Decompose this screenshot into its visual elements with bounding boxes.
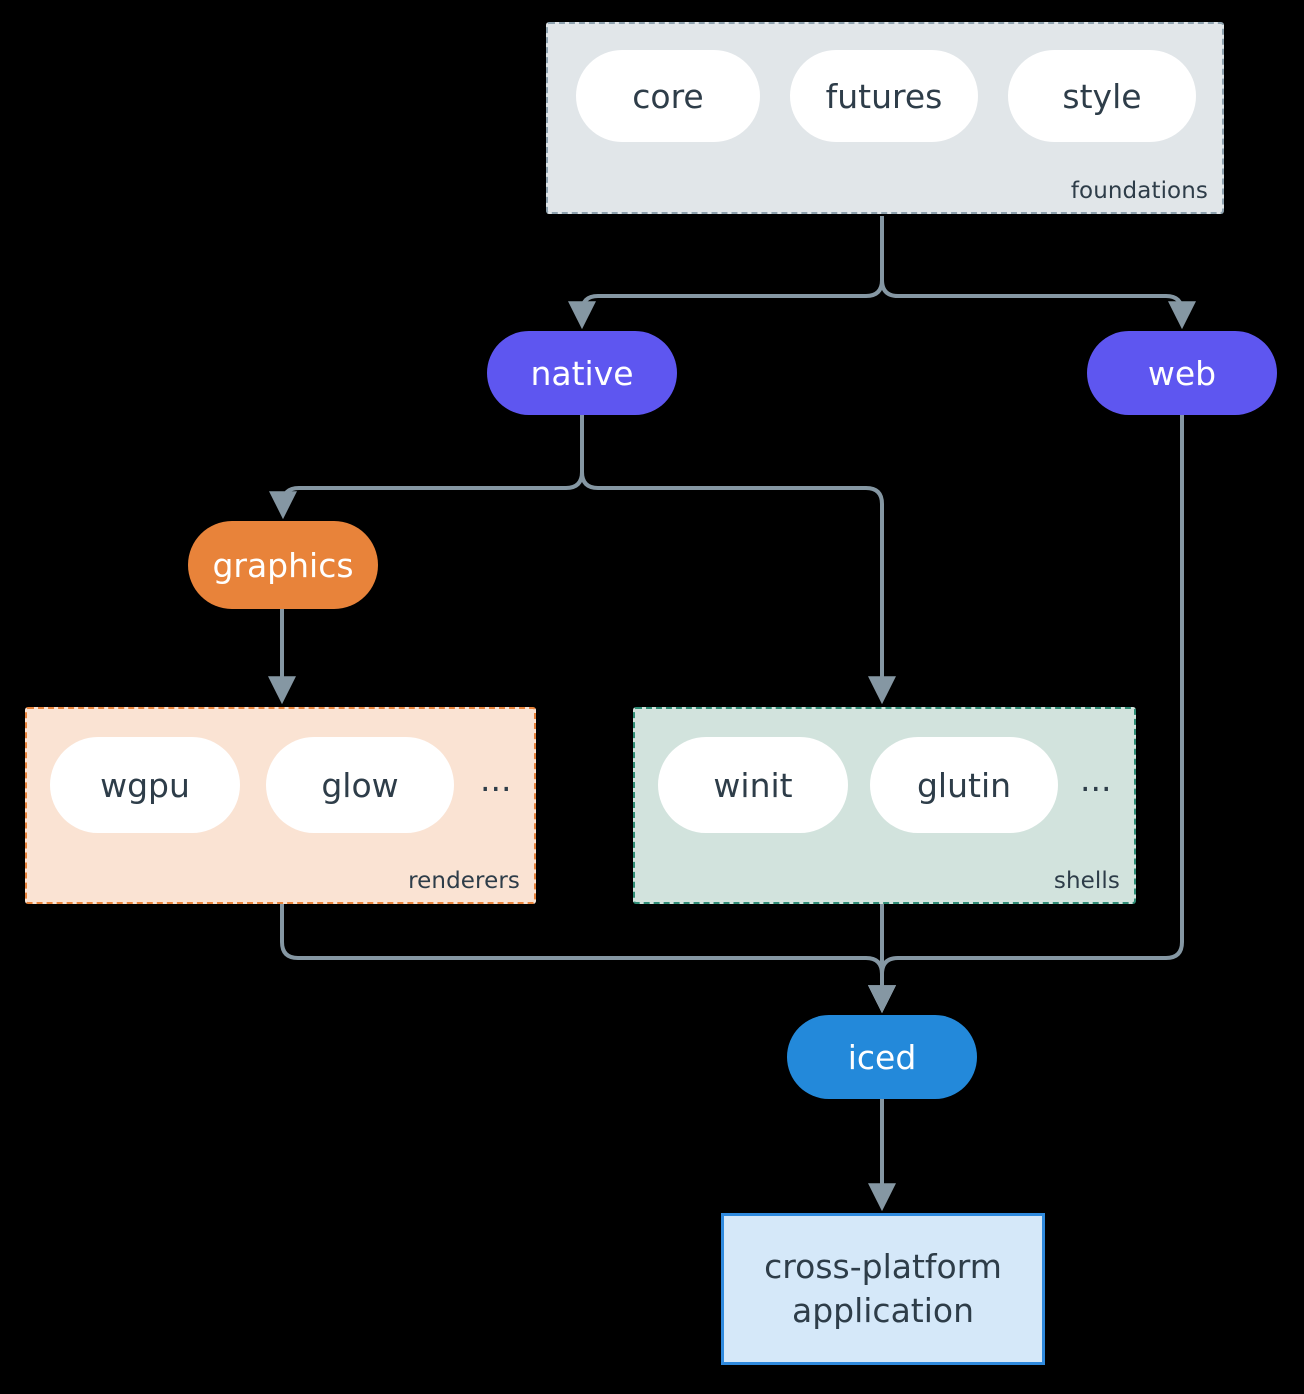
node-web[interactable]: web [1087,331,1277,415]
cluster-shells: winit glutin ... shells [633,707,1136,904]
cluster-renderers-nodes: wgpu glow ... [50,737,511,833]
cluster-renderers: wgpu glow ... renderers [25,707,536,904]
application-label-line1: cross-platform [764,1247,1002,1287]
edge-renderers-iced [280,904,896,1014]
renderers-ellipsis: ... [480,759,512,799]
cluster-foundations-nodes: core futures style [576,50,1196,142]
edge-native-shells [580,415,896,705]
cluster-renderers-label: renderers [408,868,520,894]
edge-foundations-native [568,216,884,330]
node-graphics[interactable]: graphics [188,521,378,609]
node-winit[interactable]: winit [658,737,848,833]
edge-native-graphics [269,415,584,520]
node-glow[interactable]: glow [266,737,454,833]
application-label-line2: application [791,1291,975,1330]
node-futures[interactable]: futures [790,50,978,142]
node-core[interactable]: core [576,50,760,142]
edge-foundations-web [880,216,1196,330]
cluster-foundations: core futures style foundations [546,22,1224,214]
cluster-shells-label: shells [1053,868,1120,894]
cluster-foundations-label: foundations [1070,178,1208,204]
node-glutin[interactable]: glutin [870,737,1058,833]
node-cross-platform-application[interactable]: cross-platform application [721,1213,1045,1365]
node-native[interactable]: native [487,331,677,415]
node-iced[interactable]: iced [787,1015,977,1099]
node-style[interactable]: style [1008,50,1196,142]
node-wgpu[interactable]: wgpu [50,737,240,833]
cluster-shells-nodes: winit glutin ... [658,737,1111,833]
shells-ellipsis: ... [1080,759,1112,799]
